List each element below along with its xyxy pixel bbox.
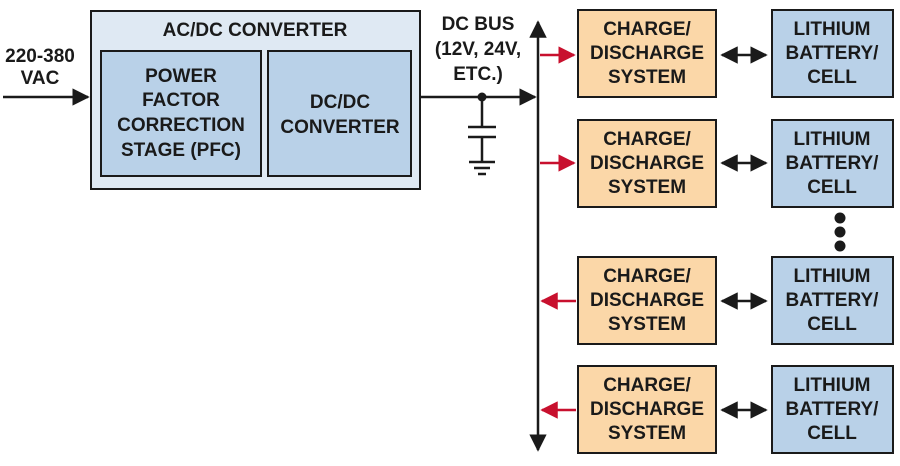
charge-discharge-block-2 — [577, 119, 717, 208]
bus-capacitor — [468, 97, 496, 162]
charge-label-1-line2: DISCHARGE — [590, 43, 704, 64]
charge-discharge-block-4 — [577, 365, 717, 454]
pfc-line4: STAGE (PFC) — [121, 140, 241, 161]
dcdc-block — [267, 50, 412, 177]
charge-discharge-block-1 — [577, 9, 717, 98]
pfc-line3: CORRECTION — [117, 115, 245, 136]
charge-label-2-line3: SYSTEM — [608, 177, 686, 198]
ellipsis-dot-1 — [834, 212, 846, 224]
input-label-line1: 220-380 — [5, 46, 75, 67]
dc-bus-label-line2: (12V, 24V, — [435, 39, 521, 60]
battery-label-3-line1: LITHIUM — [793, 266, 870, 287]
pfc-line2: FACTOR — [142, 90, 220, 111]
dc-bus-label-line1: DC BUS — [442, 14, 515, 35]
ellipsis-dot-3 — [834, 240, 846, 252]
ground-icon — [469, 160, 495, 176]
charge-label-4-line3: SYSTEM — [608, 423, 686, 444]
dcdc-line2: CONVERTER — [280, 117, 400, 138]
charge-label-3-line2: DISCHARGE — [590, 290, 704, 311]
battery-block-2 — [771, 119, 894, 208]
battery-label-3-line2: BATTERY/ — [786, 290, 880, 311]
battery-block-3 — [771, 256, 894, 345]
battery-label-4-line3: CELL — [807, 423, 857, 444]
battery-block-4 — [771, 365, 894, 454]
dc-bus-label-line3: ETC.) — [453, 64, 503, 85]
charge-label-4-line2: DISCHARGE — [590, 399, 704, 420]
battery-label-2-line1: LITHIUM — [793, 129, 870, 150]
charge-label-1-line3: SYSTEM — [608, 67, 686, 88]
battery-label-4-line2: BATTERY/ — [786, 399, 880, 420]
input-label-line2: VAC — [21, 68, 60, 89]
charge-label-2-line1: CHARGE/ — [603, 129, 691, 150]
dcdc-line1: DC/DC — [310, 92, 370, 113]
charge-label-3-line1: CHARGE/ — [603, 266, 691, 287]
battery-label-2-line2: BATTERY/ — [786, 153, 880, 174]
battery-label-3-line3: CELL — [807, 314, 857, 335]
acdc-converter-title: AC/DC CONVERTER — [163, 20, 348, 41]
charge-label-3-line3: SYSTEM — [608, 314, 686, 335]
charge-label-4-line1: CHARGE/ — [603, 375, 691, 396]
ellipsis-dot-2 — [834, 226, 846, 238]
charge-label-1-line1: CHARGE/ — [603, 19, 691, 40]
battery-label-1-line3: CELL — [807, 67, 857, 88]
charge-label-2-line2: DISCHARGE — [590, 153, 704, 174]
pfc-line1: POWER — [145, 66, 217, 87]
battery-label-1-line2: BATTERY/ — [786, 43, 880, 64]
charge-discharge-block-3 — [577, 256, 717, 345]
battery-block-1 — [771, 9, 894, 98]
battery-label-1-line1: LITHIUM — [793, 19, 870, 40]
pfc-block — [100, 50, 262, 177]
battery-label-4-line1: LITHIUM — [793, 375, 870, 396]
battery-label-2-line3: CELL — [807, 177, 857, 198]
